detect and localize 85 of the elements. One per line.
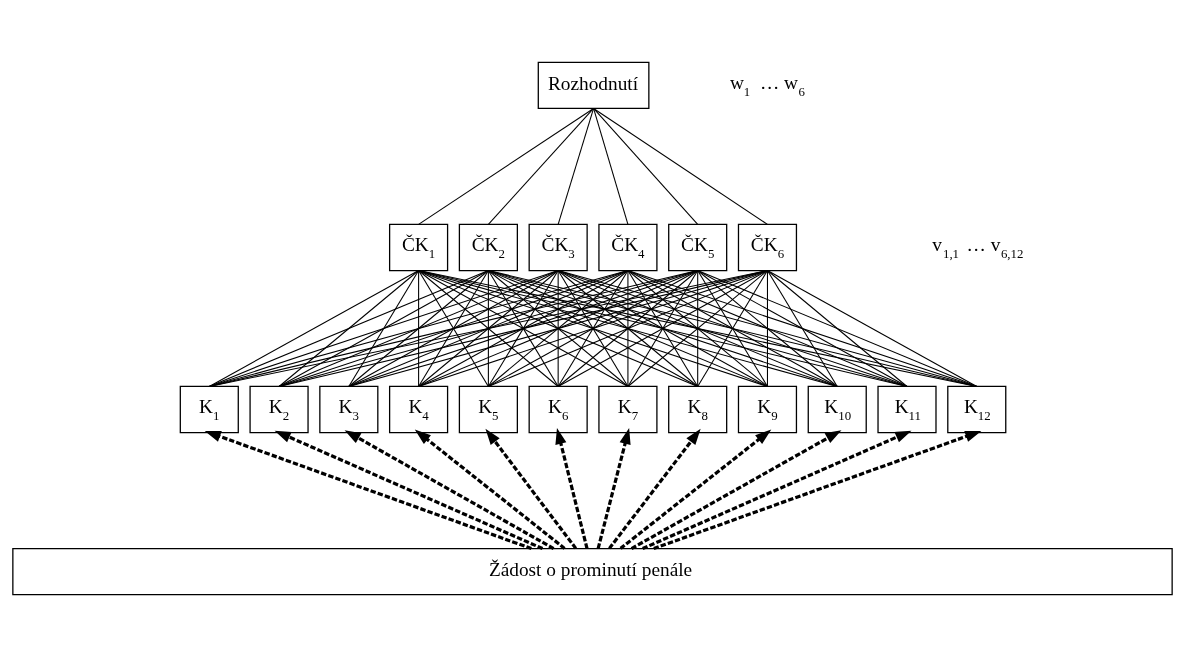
node-box: K$_{8}$ — [668, 385, 728, 434]
connector — [557, 107, 595, 225]
arrow — [274, 430, 544, 551]
connector — [766, 270, 978, 387]
connector — [278, 270, 420, 387]
arrow — [344, 430, 555, 550]
connector — [278, 270, 489, 387]
connector — [348, 270, 559, 387]
connector — [627, 270, 838, 387]
connector — [348, 270, 699, 387]
node-box: K$_{10}$ — [807, 385, 867, 434]
connector — [348, 270, 489, 387]
arrow — [596, 427, 631, 549]
connector — [208, 270, 559, 387]
node-box: Žádost o prominutí penále — [12, 547, 1173, 596]
arrow — [555, 427, 589, 549]
connector — [278, 270, 559, 387]
node-box: K$_{2}$ — [249, 385, 309, 434]
arrow — [653, 430, 982, 551]
connector — [627, 270, 699, 387]
node-box: K$_{6}$ — [528, 385, 588, 434]
node-box: ČK$_{2}$ — [458, 223, 518, 272]
connector — [766, 270, 838, 387]
connector — [627, 270, 978, 387]
arrow — [619, 429, 772, 550]
connector — [418, 270, 420, 387]
connector — [697, 270, 908, 387]
connector — [208, 270, 420, 387]
node-box: K$_{9}$ — [737, 385, 798, 434]
connector — [557, 270, 559, 387]
node-box: K$_{3}$ — [319, 385, 379, 434]
connector — [418, 270, 699, 387]
connector — [557, 270, 629, 387]
connector — [697, 270, 768, 387]
connector — [593, 107, 699, 225]
connector — [418, 270, 489, 387]
connector — [627, 270, 908, 387]
connector — [278, 270, 629, 387]
arrow — [642, 430, 912, 551]
node-box: K$_{12}$ — [947, 385, 1007, 434]
connector — [487, 270, 489, 387]
arrow — [630, 430, 842, 550]
arrow — [414, 429, 566, 550]
node-box: ČK$_{6}$ — [737, 223, 798, 272]
connector — [487, 107, 595, 225]
node-box: K$_{4}$ — [389, 385, 449, 434]
connector — [487, 270, 838, 387]
node-box: K$_{7}$ — [598, 385, 658, 434]
connector — [766, 270, 908, 387]
connector — [487, 270, 768, 387]
connector — [208, 270, 489, 387]
connector — [593, 107, 768, 225]
connector — [487, 270, 699, 387]
connector — [557, 270, 699, 387]
label: w$_{1}$ … w$_{6}$ — [729, 72, 806, 100]
connector — [487, 270, 559, 387]
connector — [418, 270, 768, 387]
connector — [766, 270, 768, 387]
node-box: ČK$_{3}$ — [528, 223, 588, 272]
connector — [627, 270, 629, 387]
connector — [418, 270, 559, 387]
connector — [697, 270, 978, 387]
connector — [348, 270, 629, 387]
node-box: ČK$_{4}$ — [598, 223, 658, 272]
label: v$_{1,1}$ … v$_{6,12}$ — [932, 234, 1024, 262]
node-box: K$_{5}$ — [458, 385, 518, 434]
connector — [697, 270, 838, 387]
connector — [557, 270, 838, 387]
node-box: K$_{11}$ — [877, 385, 937, 434]
arrow — [608, 428, 701, 550]
connector — [418, 270, 629, 387]
arrow — [485, 428, 578, 550]
node-box: ČK$_{1}$ — [389, 223, 449, 272]
node-box: Rozhodnutí — [537, 61, 650, 110]
connector — [593, 107, 629, 225]
connector — [557, 270, 768, 387]
arrow — [204, 430, 532, 551]
connector — [697, 270, 699, 387]
connector — [557, 270, 908, 387]
connector — [418, 107, 595, 225]
connector — [627, 270, 768, 387]
connector — [348, 270, 420, 387]
node-box: ČK$_{5}$ — [668, 223, 728, 272]
node-box: K$_{1}$ — [179, 385, 239, 434]
connector — [487, 270, 629, 387]
